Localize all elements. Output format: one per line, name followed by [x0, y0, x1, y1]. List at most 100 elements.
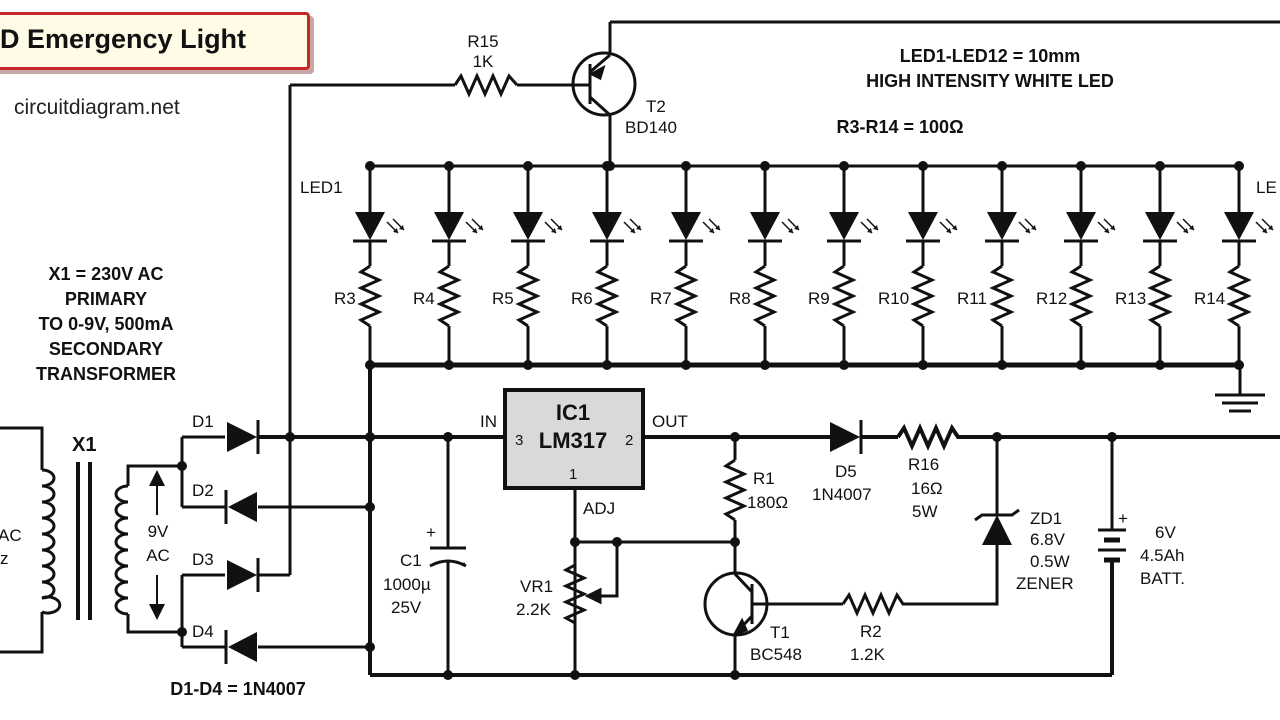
junction-dot: [523, 161, 533, 171]
resistor-label-r3: R3: [334, 289, 356, 308]
d2-diode: [224, 490, 257, 524]
resistor-spec-note: R3-R14 = 100Ω: [836, 117, 964, 137]
c1-capacitor: [429, 437, 467, 675]
led-resistor: [831, 264, 857, 328]
led-resistor: [1068, 264, 1094, 328]
junction-dot: [839, 161, 849, 171]
junction-dot: [681, 161, 691, 171]
led-diode: [590, 212, 642, 243]
led-resistor: [673, 264, 699, 328]
led-diode: [353, 212, 405, 243]
resistor-label-r11: R11: [957, 289, 987, 308]
junction-dot: [365, 161, 375, 171]
ic1-name: IC1: [555, 400, 591, 425]
led-column: [669, 161, 721, 370]
batt-voltage: 6V: [1155, 523, 1176, 542]
resistor-label-r9: R9: [808, 289, 830, 308]
d1-label: D1: [192, 412, 214, 431]
led-column: [906, 161, 958, 370]
ground-symbol: [1215, 365, 1265, 413]
t1-name: T1: [770, 623, 790, 642]
website-label: circuitdiagram.net: [14, 96, 180, 119]
batt-capacity: 4.5Ah: [1140, 546, 1185, 565]
c1-plus: +: [426, 523, 436, 542]
junction-dot: [1155, 161, 1165, 171]
r2-value: 1.2K: [850, 645, 885, 664]
r15-value: 1K: [472, 52, 494, 71]
led-column: [827, 161, 879, 370]
bridge-wires: [180, 435, 505, 649]
zd1-type: ZENER: [1016, 574, 1074, 593]
t2-value: BD140: [625, 118, 677, 137]
d3-diode: [227, 558, 260, 592]
led-resistor: [910, 264, 936, 328]
transformer-line-2: PRIMARY: [64, 289, 148, 309]
c1-voltage: 25V: [391, 598, 422, 617]
led-resistor: [1226, 264, 1252, 328]
led-column: [590, 161, 642, 370]
led-diode: [1064, 212, 1116, 243]
junction-dot: [444, 161, 454, 171]
zd1-value: 6.8V: [1030, 530, 1065, 549]
led-column: [1064, 161, 1116, 370]
resistor-label-r13: R13: [1115, 289, 1147, 308]
r15-resistor: [453, 72, 519, 98]
led-diode: [748, 212, 800, 243]
t2-transistor: [571, 51, 637, 117]
r1-value: 180Ω: [747, 493, 789, 512]
x1-transformer: [0, 426, 182, 654]
led-diode: [511, 212, 563, 243]
vr1-value: 2.2K: [516, 600, 551, 619]
led-spec-line-1: LED1-LED12 = 10mm: [899, 46, 1081, 66]
vr1-potentiometer: [562, 540, 735, 625]
battery: [1098, 437, 1126, 675]
t2-name: T2: [646, 97, 666, 116]
pri-ac-label: AC: [0, 526, 22, 545]
led-diode: [827, 212, 879, 243]
resistor-label-r6: R6: [571, 289, 593, 308]
junction-dot: [365, 360, 375, 370]
sec-ac-label: AC: [146, 546, 170, 565]
junction-dot: [523, 360, 533, 370]
led-diode: [985, 212, 1037, 243]
zd1-name: ZD1: [1030, 509, 1063, 528]
r16-power: 5W: [912, 502, 938, 521]
led12-label: LE: [1256, 178, 1277, 197]
transformer-line-3: TO 0-9V, 500mA: [38, 314, 174, 334]
r1-resistor: [722, 437, 748, 574]
top-rail-wires: [288, 20, 1280, 575]
sec-voltage-label: 9V: [147, 522, 169, 541]
d5-name: D5: [835, 462, 857, 481]
transformer-line-5: TRANSFORMER: [36, 364, 176, 384]
resistor-label-r12: R12: [1036, 289, 1068, 308]
pin-in-number: 3: [515, 432, 524, 449]
batt-name: BATT.: [1140, 569, 1186, 588]
d4-label: D4: [192, 622, 214, 641]
junction-dot: [918, 161, 928, 171]
resistor-label-r8: R8: [729, 289, 751, 308]
pri-hz-label: z: [0, 549, 9, 568]
x1-label: X1: [72, 434, 97, 456]
transformer-line-1: X1 = 230V AC: [48, 264, 164, 284]
led-diode: [432, 212, 484, 243]
junction-dot: [839, 360, 849, 370]
led-column: [353, 161, 405, 370]
ic1-part: LM317: [538, 428, 608, 453]
led-spec-line-2: HIGH INTENSITY WHITE LED: [866, 71, 1114, 91]
r16-value: 16Ω: [911, 479, 943, 498]
resistor-label-r4: R4: [413, 289, 435, 308]
resistor-label-r7: R7: [650, 289, 672, 308]
d3-label: D3: [192, 550, 214, 569]
diodes-note: D1-D4 = 1N4007: [170, 679, 306, 699]
led-resistor: [752, 264, 778, 328]
led-column: [1143, 161, 1195, 370]
led-resistor: [1147, 264, 1173, 328]
r2-resistor: [841, 545, 999, 617]
pin-out-label: OUT: [652, 412, 688, 431]
pin-in-label: IN: [480, 412, 497, 431]
led-column: [985, 161, 1037, 370]
led-diode: [1222, 212, 1274, 243]
junction-dot: [681, 360, 691, 370]
pin-adj-label: ADJ: [583, 499, 616, 518]
resistor-label-r14: R14: [1194, 289, 1226, 308]
